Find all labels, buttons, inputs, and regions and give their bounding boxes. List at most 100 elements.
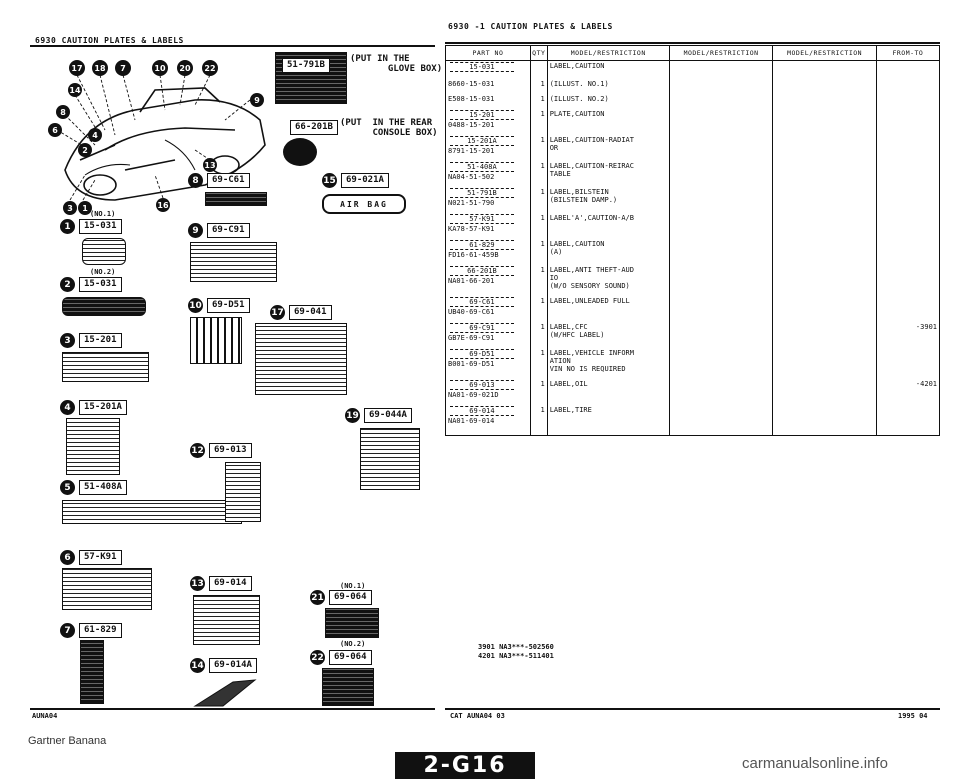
cell-model-3 [772,379,877,405]
label-art-14 [193,679,257,707]
part-number: UB40-69-C61 [448,308,495,316]
part-box-code: 57-K91 [450,214,514,224]
callout-number-circle: 15 [322,173,337,188]
callout-number-circle: 2 [60,277,75,292]
cell-model-3 [772,79,877,94]
cell-from-to [875,79,941,94]
cell-part-no: 8660-15-031 [445,79,531,94]
right-page-header: 6930 -1 CAUTION PLATES & LABELS [448,22,613,31]
cell-from-to: -4201 [875,379,941,405]
cell-desc: LABEL,CAUTION-RADIAT OR [546,135,670,161]
cell-model-2 [668,135,774,161]
cell-desc: LABEL,CAUTION [546,60,670,79]
cell-part-no: E508-15-031 [445,94,531,109]
label-art-9 [190,242,277,282]
watermark-left: Gartner Banana [28,735,107,747]
cell-model-2 [668,379,774,405]
callout-12: 12 69-013 [190,443,252,458]
cell-model-2 [668,187,774,213]
cell-model-3 [772,187,877,213]
part-box-code: 51-408A [450,162,514,172]
cell-desc: LABEL,CFC (W/HFC LABEL) [546,322,670,348]
part-number: NA01-69-021D [448,391,499,399]
cell-from-to [875,265,941,296]
part-box: 69-013 [209,443,252,458]
table-header-row: PART NO QTY MODEL/RESTRICTION MODEL/REST… [445,45,941,61]
console-box-note: (PUT IN THE REAR CONSOLE BOX) [340,118,438,138]
part-number: FD16-61-459B [448,251,499,259]
cell-from-to [875,405,941,431]
cell-qty: 1 [529,187,548,213]
svg-text:4: 4 [92,131,98,140]
label-art-7 [80,640,104,704]
cell-qty: 1 [529,135,548,161]
callout-number-circle: 4 [60,400,75,415]
cell-desc: LABEL,BILSTEIN (BILSTEIN DAMP.) [546,187,670,213]
cell-desc: (ILLUST. NO.1) [546,79,670,94]
footnote-3901: 3901 NA3***-502560 [478,643,554,651]
cell-qty: 1 [529,405,548,431]
callout-number-circle: 10 [188,298,203,313]
svg-text:8: 8 [60,108,66,117]
part-box-66-201b: 66-201B [290,120,338,135]
table-end-cell [668,431,774,436]
cell-model-3 [772,135,877,161]
callout-5: 5 51-408A [60,480,127,495]
parts-table: PART NO QTY MODEL/RESTRICTION MODEL/REST… [445,45,941,436]
cell-model-2 [668,213,774,239]
cell-from-to [875,296,941,322]
callout-number-circle: 6 [60,550,75,565]
part-number: NA04-51-502 [448,173,495,181]
right-footer-cat: CAT AUNA04 03 [450,712,505,720]
callout-6: 6 57-K91 [60,550,122,565]
car-diagram: 17 18 7 10 20 22 14 9 8 6 4 2 3 1 16 13 [48,60,266,215]
part-box: 15-031 [79,277,122,292]
svg-text:22: 22 [204,64,215,73]
label-art-4 [66,418,120,475]
cell-part-no: 15-031 [445,60,531,79]
callout-number-circle: 14 [190,658,205,673]
callout-21-sub: (NO.1) [340,582,366,590]
cell-model-3 [772,239,877,265]
part-number: N021-51-790 [448,199,495,207]
callout-number-circle: 19 [345,408,360,423]
callout-7: 7 61-829 [60,623,122,638]
anti-theft-emblem [283,138,317,166]
part-box-code: 15-031 [450,62,514,72]
cell-qty: 1 [529,239,548,265]
label-art-19 [360,428,420,490]
cell-model-3 [772,348,877,379]
cell-desc: PLATE,CAUTION [546,109,670,135]
cell-model-2 [668,348,774,379]
table-end-cell [772,431,877,436]
cell-model-2 [668,60,774,79]
cell-qty: 1 [529,94,548,109]
svg-text:10: 10 [154,64,166,73]
cell-model-3 [772,322,877,348]
label-art-1 [82,238,126,265]
footnote-4201: 4201 NA3***-511401 [478,652,554,660]
part-box: 15-201 [79,333,122,348]
part-box: 69-044A [364,408,412,423]
cell-model-2 [668,322,774,348]
part-number: 8791-15-201 [448,147,495,155]
callout-2-sub: (NO.2) [90,268,116,276]
part-box: 69-D51 [207,298,250,313]
part-box: 15-201A [79,400,127,415]
callout-number-circle: 8 [188,173,203,188]
col-header-model-3: MODEL/RESTRICTION [772,45,877,61]
cell-from-to [875,94,941,109]
cell-model-3 [772,405,877,431]
callout-number-circle: 5 [60,480,75,495]
cell-qty: 1 [529,161,548,187]
cell-qty: 1 [529,79,548,94]
